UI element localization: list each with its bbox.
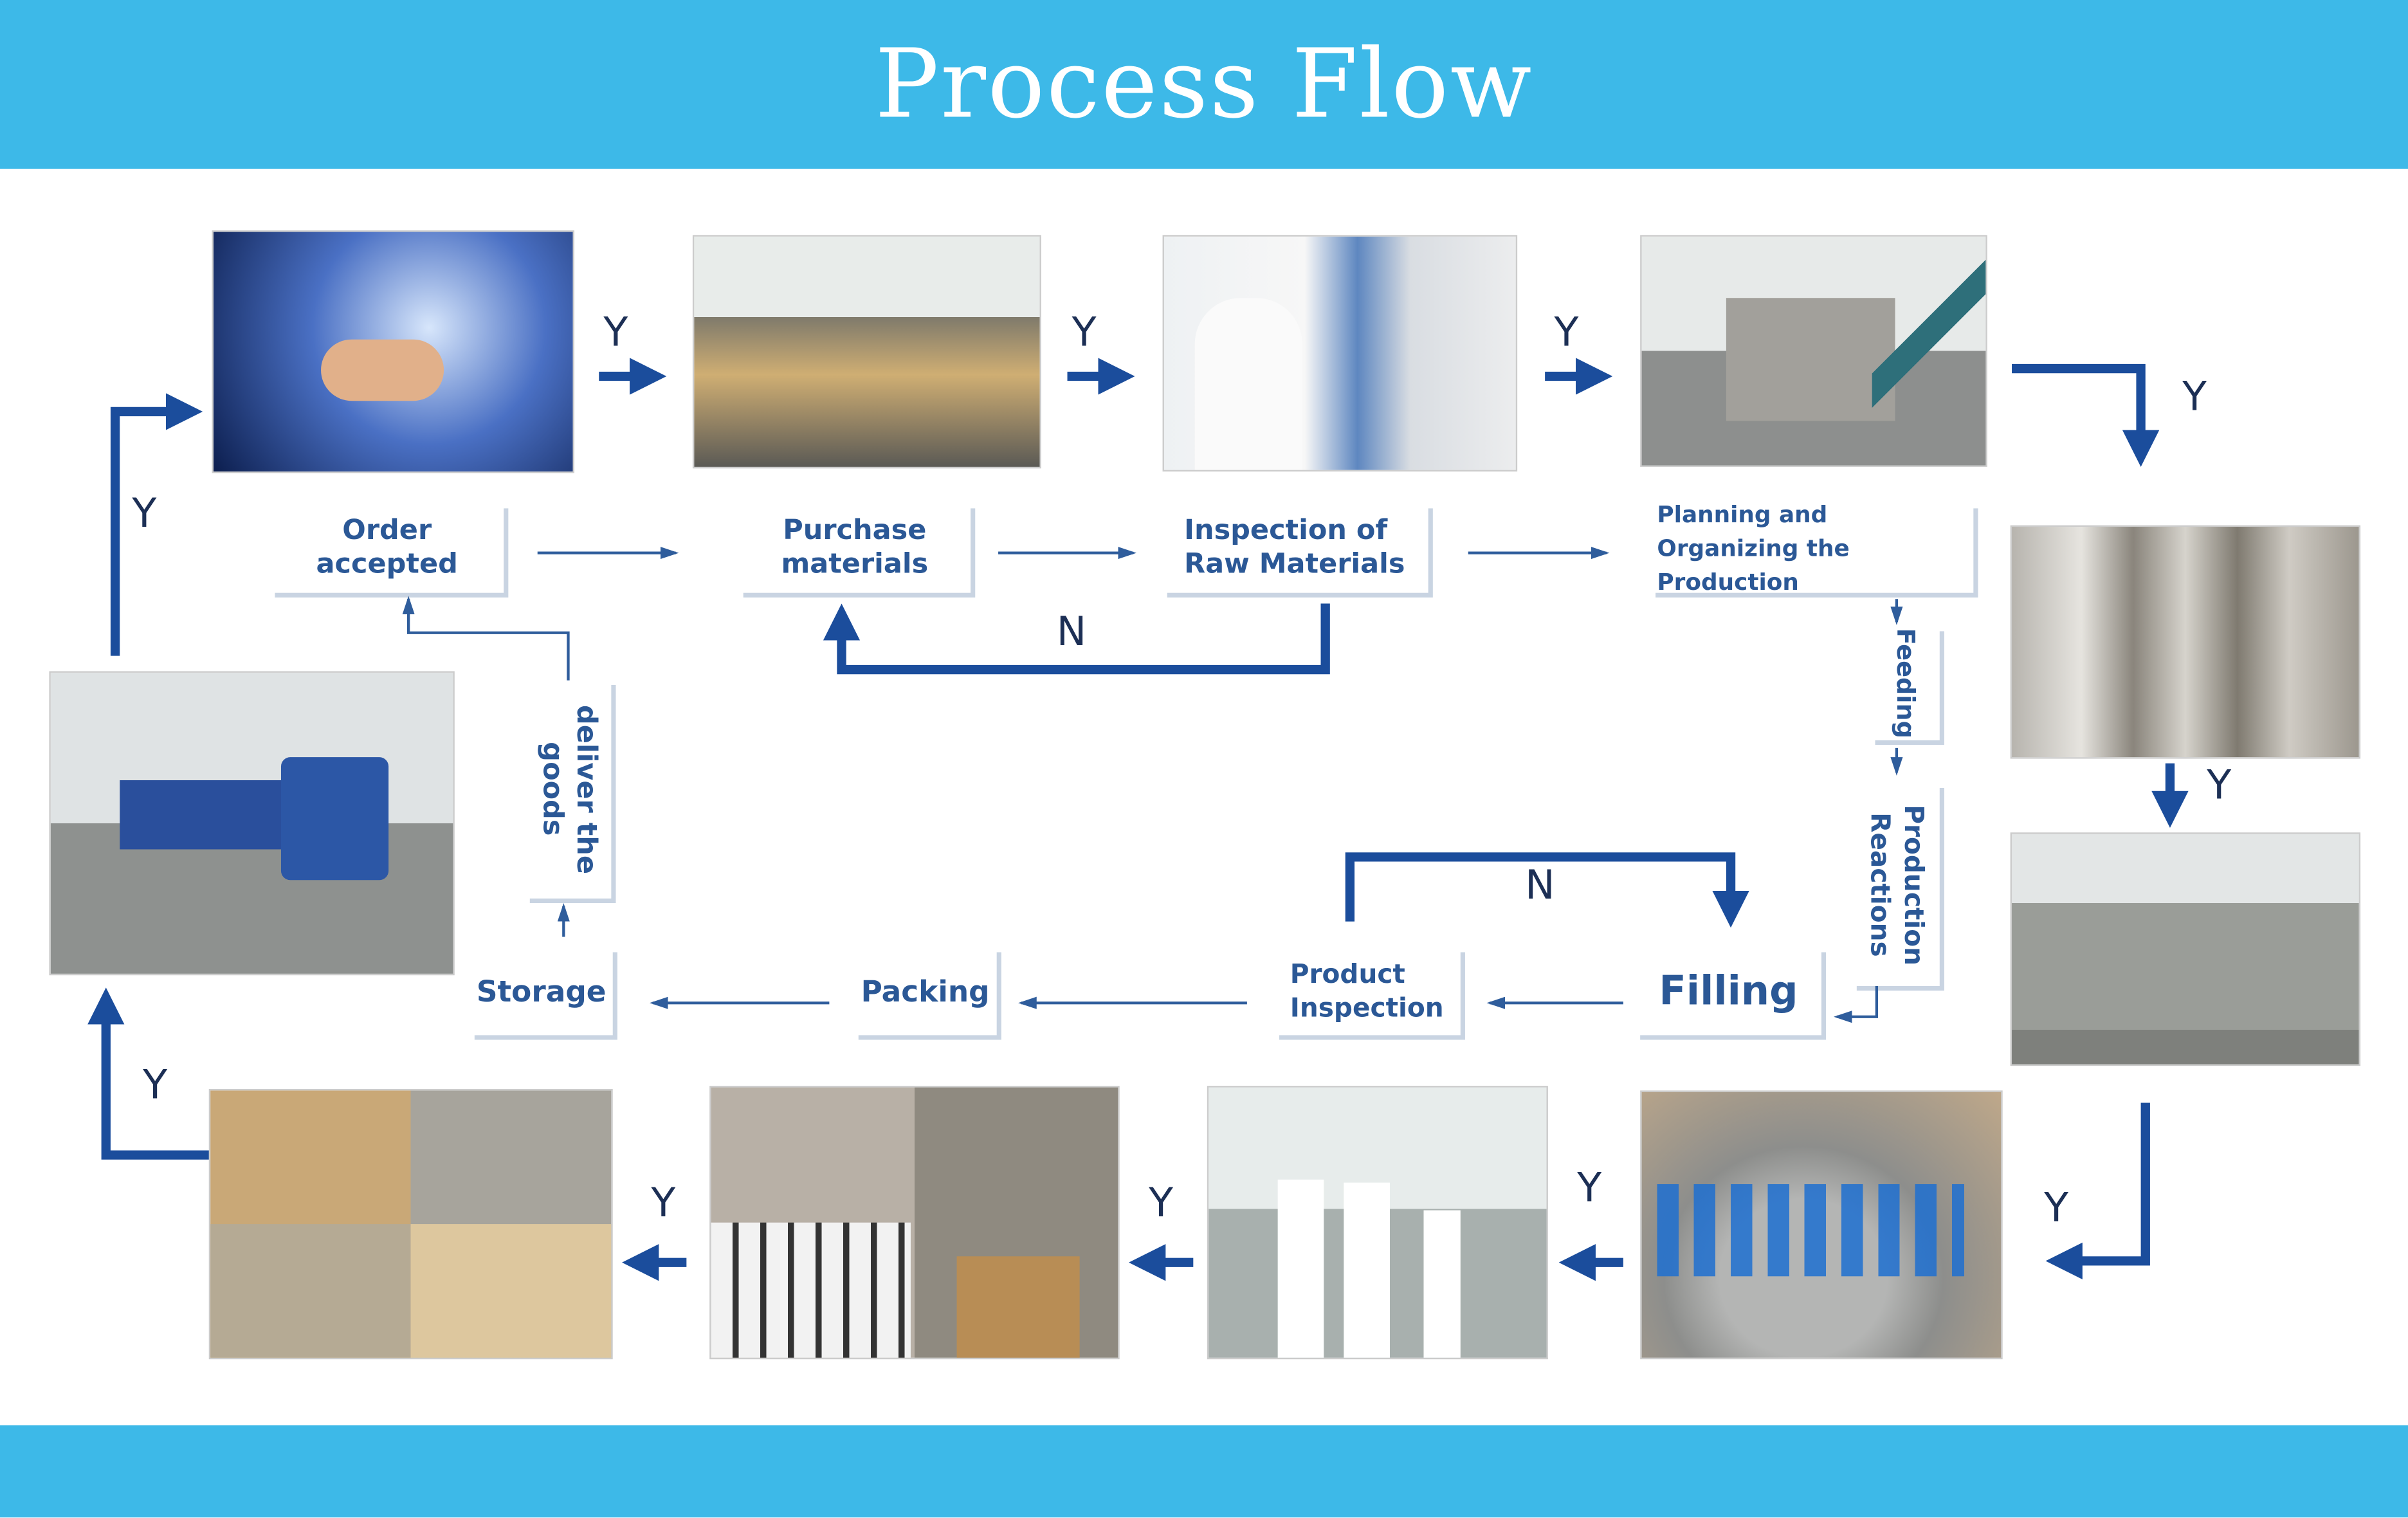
step-purchase-materials: Purchase materials	[738, 504, 971, 593]
connector-reactions-filling	[1834, 985, 1879, 1023]
step-storage: Storage	[470, 947, 613, 1036]
photo-storage-warehouse	[208, 1088, 613, 1360]
step-planning-production: Planning and Organizing the Production	[1650, 500, 1974, 596]
label-yes: Y	[2207, 763, 2232, 810]
label-yes: Y	[1149, 1181, 1174, 1227]
photo-reaction-tanks	[2010, 525, 2361, 759]
arrow-yes-4	[2012, 363, 2160, 467]
label-no: N	[1525, 863, 1555, 910]
step-packing: Packing	[853, 947, 997, 1036]
photo-packing	[709, 1086, 1120, 1360]
label-yes: Y	[603, 310, 628, 356]
step-order-accepted: Order accepted	[270, 504, 504, 593]
arrow-no-1	[823, 603, 1330, 675]
photo-delivery-truck	[49, 671, 455, 976]
label-yes: Y	[651, 1181, 676, 1227]
label-yes: Y	[1577, 1166, 1602, 1212]
label-yes: Y	[143, 1063, 168, 1109]
arrow-yes-11	[110, 393, 203, 656]
photo-bottle-filling-line	[1640, 1090, 2003, 1360]
step-product-inspection: Product Inspection	[1274, 947, 1461, 1036]
step-filling: Filling	[1636, 947, 1821, 1036]
step-deliver-goods: deliver the goods	[525, 680, 612, 899]
photo-production-machine	[1640, 235, 1987, 467]
arrow-yes-6	[2045, 1102, 2150, 1280]
step-feeding: Feeding	[1870, 626, 1940, 740]
step-production-reactions: Production Reactions	[1852, 783, 1940, 986]
label-yes: Y	[1554, 310, 1579, 356]
label-no: N	[1056, 609, 1087, 656]
page-title: Process Flow	[875, 27, 1533, 140]
header-banner	[0, 0, 2408, 169]
footer-banner	[0, 1425, 2408, 1518]
step-inspection-raw-materials: Inspection of Raw Materials	[1162, 504, 1428, 593]
label-yes: Y	[2182, 374, 2207, 421]
photo-quality-lab	[1207, 1086, 1548, 1360]
label-yes: Y	[2044, 1185, 2069, 1232]
arrow-no-2	[1345, 852, 1749, 928]
photo-filling-machine	[2010, 832, 2361, 1066]
photo-warehouse-materials	[692, 235, 1041, 469]
label-yes: Y	[1072, 310, 1097, 356]
arrow-yes-10	[87, 987, 209, 1160]
photo-handshake	[212, 230, 575, 473]
connector-deliver-order	[402, 596, 570, 681]
label-yes: Y	[132, 491, 157, 538]
photo-raw-material-inspection	[1162, 235, 1518, 472]
